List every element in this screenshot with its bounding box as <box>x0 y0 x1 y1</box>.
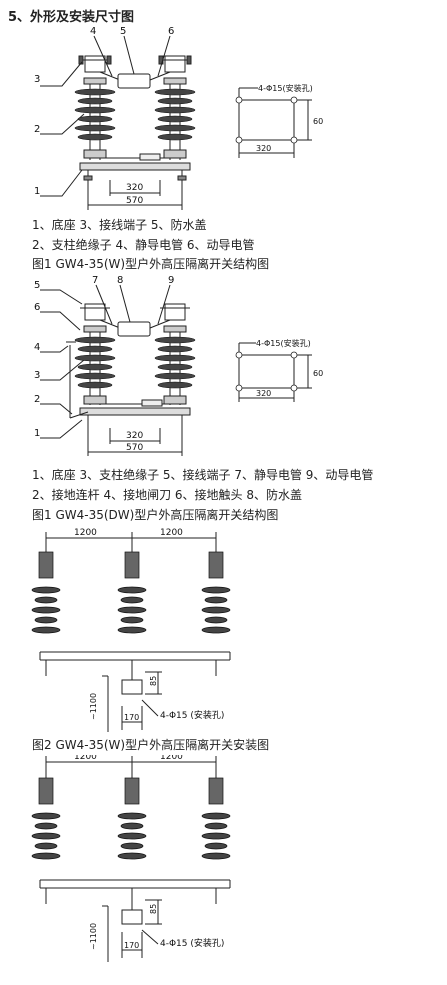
fig1-callout: 6 <box>168 26 174 37</box>
fig1-structure-drawing: 4 5 6 3 2 1 320 570 4-Φ15(安装孔) 60 320 <box>34 26 323 210</box>
fig2-plan-60: 60 <box>313 369 323 378</box>
fig2-callout: 9 <box>168 275 174 286</box>
fig1-plan-60: 60 <box>313 117 323 126</box>
fig1-callout: 1 <box>34 186 40 197</box>
fig4-dim-1200-left: 1200 <box>74 755 97 762</box>
fig3-dim-1200-right: 1200 <box>160 528 183 538</box>
fig4-installation-drawing: 1200 1200 85 ~1100 170 4-Φ15 (安装孔) <box>31 755 231 962</box>
fig1-dim-570: 570 <box>126 196 143 206</box>
fig1-callout: 5 <box>120 26 126 37</box>
fig3-dim-1200-left: 1200 <box>74 528 97 538</box>
fig2-dim-320: 320 <box>126 431 143 441</box>
fig3-dim-85: 85 <box>149 676 158 686</box>
fig1-callout: 3 <box>34 74 40 85</box>
fig4-hole-label: 4-Φ15 (安装孔) <box>160 937 224 949</box>
fig2-callout: 1 <box>34 428 40 439</box>
fig2-callout: 5 <box>34 280 40 291</box>
fig4-dim-1100: ~1100 <box>89 923 98 950</box>
fig2-plan-hole: 4-Φ15(安装孔) <box>256 338 311 348</box>
fig2-dim-570: 570 <box>126 443 143 453</box>
fig3-installation-drawing: 1200 1200 85 ~1100 170 4-Φ15 (安装孔) <box>31 528 231 732</box>
fig3-caption: 图2 GW4-35(W)型户外高压隔离开关安装图 <box>32 738 270 752</box>
fig1-legend-1: 1、底座 3、接线端子 5、防水盖 <box>32 218 207 232</box>
fig1-legend-2: 2、支柱绝缘子 4、静导电管 6、动导电管 <box>32 238 255 252</box>
fig1-callout: 2 <box>34 124 40 135</box>
fig4-dim-85: 85 <box>149 904 158 914</box>
fig2-callout: 6 <box>34 302 40 313</box>
fig2-structure-drawing: 5 7 8 9 6 4 3 2 1 320 570 4-Φ15(安装孔) 60 … <box>34 275 323 456</box>
fig3-dim-1100: ~1100 <box>89 693 98 720</box>
fig2-callout: 2 <box>34 394 40 405</box>
fig1-dim-320: 320 <box>126 183 143 193</box>
fig4-dim-1200-right: 1200 <box>160 755 183 762</box>
fig2-callout: 4 <box>34 342 40 353</box>
fig3-hole-label: 4-Φ15 (安装孔) <box>160 709 224 721</box>
fig1-caption: 图1 GW4-35(W)型户外高压隔离开关结构图 <box>32 257 270 271</box>
fig2-callout: 8 <box>117 275 123 286</box>
fig2-callout: 3 <box>34 370 40 381</box>
fig1-callout: 4 <box>90 26 96 37</box>
section-heading: 5、外形及安装尺寸图 <box>8 10 135 25</box>
fig3-dim-170: 170 <box>124 713 139 722</box>
fig2-legend-2: 2、接地连杆 4、接地闸刀 6、接地触头 8、防水盖 <box>32 488 302 502</box>
fig1-plan-hole: 4-Φ15(安装孔) <box>258 83 313 93</box>
fig2-legend-1: 1、底座 3、支柱绝缘子 5、接线端子 7、静导电管 9、动导电管 <box>32 468 374 482</box>
fig2-caption: 图1 GW4-35(DW)型户外高压隔离开关结构图 <box>32 508 279 522</box>
fig2-plan-320: 320 <box>256 389 271 398</box>
fig1-plan-320: 320 <box>256 144 271 153</box>
fig4-dim-170: 170 <box>124 941 139 950</box>
fig2-callout: 7 <box>92 275 98 286</box>
